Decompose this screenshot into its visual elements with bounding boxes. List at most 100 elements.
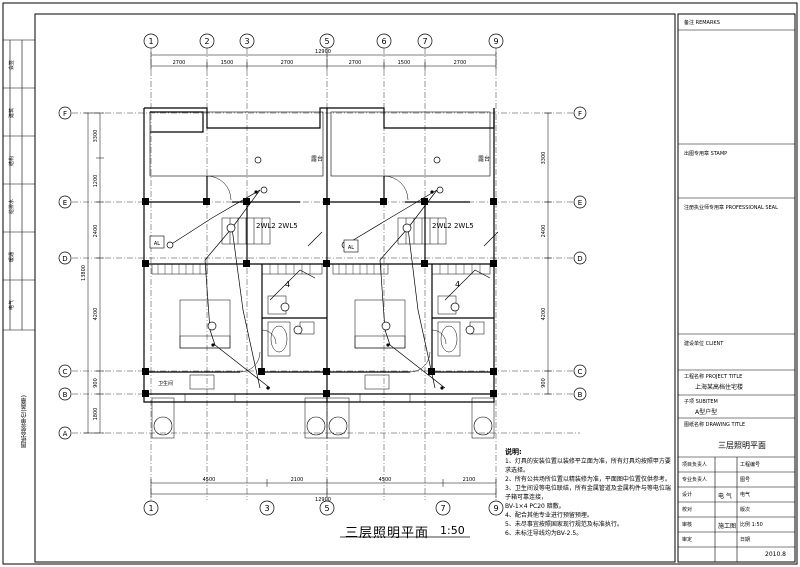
dim-bot-total: 12900	[315, 497, 331, 503]
axis-bot-1: 1	[148, 504, 153, 513]
axis-row-F: F	[63, 110, 67, 118]
note-3b: BV-1×4 PC20 暗敷。	[505, 503, 565, 510]
strip-label-0: 会签	[8, 60, 15, 70]
window-strips	[151, 263, 495, 439]
axis-row-C: C	[63, 368, 68, 376]
dim-top-2: 2700	[281, 60, 294, 66]
furniture	[179, 299, 406, 349]
dim-left-1: 1200	[93, 175, 99, 188]
door-swings	[206, 175, 447, 373]
axis-col-5: 6	[381, 37, 386, 46]
tb-drawing-name: 三层照明平面	[718, 441, 766, 450]
left-dimension-lines	[84, 112, 104, 434]
dim-top-5: 2700	[454, 60, 467, 66]
axis-row-A: A	[63, 430, 68, 438]
room-bath-right: 4	[455, 280, 460, 289]
axis-bot-2: 3	[264, 504, 269, 513]
plan-scale: 1:50	[440, 524, 465, 537]
tb-project-name: 上海某高档住宅楼	[695, 384, 744, 391]
dim-bot-2: 4500	[379, 477, 392, 483]
note-3: 3、卫生间设等电位联结，所有金属管道及金属构件与等电位端子箱可靠连接，	[505, 485, 671, 501]
tb-stamp: 出图专用章 STAMP	[684, 151, 728, 157]
top-dimension-lines	[150, 52, 497, 70]
bathroom-fixtures	[189, 295, 485, 390]
axis-col-6: 7	[422, 37, 427, 46]
strip-label-4: 暖通	[8, 252, 15, 262]
axis-row-D-r: D	[577, 255, 582, 263]
tb-row-5-b: 日期	[740, 537, 751, 543]
axis-row-F-r: F	[578, 110, 582, 118]
tb-discipline: 电 气	[718, 493, 732, 500]
axis-row-C-r: C	[578, 368, 583, 376]
dim-top-total: 12900	[315, 49, 331, 55]
circuit-left: 2WL2 2WL5	[256, 222, 298, 230]
light-fixtures	[166, 156, 475, 335]
room-bath-left: 4	[285, 280, 290, 289]
row-axis-bubbles	[58, 106, 587, 440]
wiring-circuits	[169, 189, 499, 389]
planters	[153, 416, 493, 436]
tb-row-5-a: 审定	[682, 537, 693, 543]
dim-left-4: 900	[93, 378, 99, 388]
tb-row-3-b: 版次	[740, 507, 751, 513]
note-5: 5、未尽事宜按照国家现行规范及标准执行。	[505, 521, 623, 528]
axis-col-2: 2	[204, 37, 209, 46]
plan-title: 三层照明平面	[345, 526, 430, 541]
tb-sub-label: 子项 SUBITEM	[684, 399, 718, 405]
axis-bot-4: 7	[440, 504, 445, 513]
board-left-label: AL	[154, 241, 160, 247]
dim-left-2: 2400	[93, 225, 99, 238]
tb-row-0-b: 工程编号	[740, 462, 761, 468]
tb-row-1-b: 图号	[740, 477, 751, 483]
tb-row-0-a: 项目负责人	[682, 462, 708, 468]
dim-right-0: 3300	[541, 152, 547, 165]
tb-remarks: 备注 REMARKS	[684, 20, 720, 26]
right-dimension-lines	[544, 112, 552, 395]
axis-col-3: 3	[244, 37, 249, 46]
axis-row-B-r: B	[578, 391, 583, 399]
tb-sheet-no: 施工图	[718, 523, 737, 530]
strip-label-3: 给排水	[8, 199, 15, 214]
bottom-axis-bubbles	[143, 500, 504, 516]
grid-axes	[72, 48, 580, 500]
room-kitchen-left: 卫生间	[158, 380, 173, 387]
dim-right-2: 4200	[541, 308, 547, 321]
note-6: 6、未标注导线均为BV-2.5。	[505, 530, 583, 537]
dim-top-4: 1500	[398, 60, 411, 66]
axis-col-4: 5	[324, 37, 329, 46]
room-balcony-right: 露台	[478, 155, 490, 163]
board-right-label: AL	[348, 245, 354, 251]
strip-label-2: 结构	[8, 156, 15, 166]
tb-row-4-a: 审核	[682, 522, 693, 528]
title-block-grid	[678, 29, 795, 562]
dim-bot-0: 4500	[203, 477, 216, 483]
distribution-board-left: AL	[149, 235, 165, 249]
tb-client: 建设单位 CLIENT	[684, 341, 724, 347]
notes-heading: 说明:	[505, 448, 522, 456]
tb-row-2-b: 电气	[740, 492, 751, 498]
strip-label-1: 建筑	[8, 108, 15, 118]
dim-left-5: 1800	[93, 408, 99, 421]
stairs	[221, 217, 447, 245]
axis-row-E: E	[63, 199, 67, 207]
drawing-frame	[34, 13, 676, 563]
tb-row-1-a: 专业负责人	[682, 477, 708, 483]
circuit-right: 2WL2 2WL5	[432, 222, 474, 230]
dim-top-1: 1500	[221, 60, 234, 66]
tb-drawing-label: 图纸名称 DRAWING TITLE	[684, 422, 746, 428]
left-strip-footer: 图纸会签单位(盖章)	[21, 395, 28, 448]
axis-row-E-r: E	[578, 199, 582, 207]
strip-label-5: 电气	[8, 300, 15, 310]
axis-col-1: 1	[148, 37, 153, 46]
tb-project-label: 工程名称 PROJECT TITLE	[684, 374, 743, 380]
axis-row-D: D	[62, 255, 67, 263]
dim-right-3: 900	[541, 378, 547, 388]
tb-row-2-a: 设计	[682, 492, 693, 498]
bottom-dimension-lines	[150, 479, 497, 498]
axis-bot-5: 9	[493, 504, 498, 513]
axis-row-B: B	[63, 391, 68, 399]
left-signoff-strip: 会签 建筑 结构 给排水 暖通 电气	[3, 39, 35, 331]
top-axis-bubbles	[143, 33, 504, 49]
design-notes: 说明: 1、灯具的安装位置以装修平立面为准，所有灯具均按照甲方要求选择。 2、所…	[505, 448, 675, 538]
